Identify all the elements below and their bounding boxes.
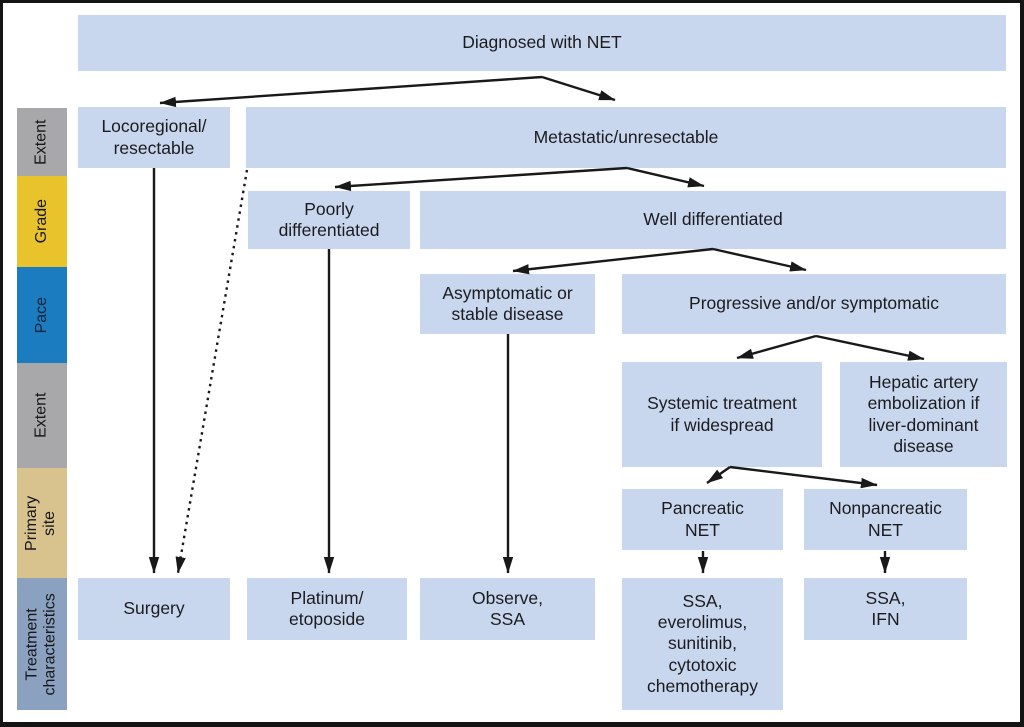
node-platinum-etoposide: Platinum/ etoposide: [247, 578, 407, 640]
edge-well-differentiated-to-progressive: [712, 247, 807, 272]
node-ssa-ifn: SSA, IFN: [804, 578, 967, 640]
node-ssa-everolimus-sunitinib: SSA, everolimus, sunitinib, cytotoxic ch…: [622, 578, 783, 710]
node-observe-ssa: Observe, SSA: [420, 578, 595, 640]
sidebar-segment-extent-2: Extent: [17, 363, 67, 468]
edge-systemic-to-nonpancreatic: [729, 465, 878, 489]
sidebar-label-primary-site: Primary site: [23, 495, 60, 551]
node-hepatic-artery-embolization: Hepatic artery embolization if liver-dom…: [840, 362, 1007, 467]
sidebar-segment-primary-site: Primary site: [17, 468, 67, 578]
sidebar-label-treatment-characteristics: Treatment characteristics: [23, 592, 59, 696]
sidebar-segment-grade: Grade: [17, 176, 67, 267]
node-metastatic-unresectable: Metastatic/unresectable: [246, 107, 1006, 168]
node-systemic-treatment: Systemic treatment if widespread: [622, 362, 822, 467]
node-nonpancreatic-net: Nonpancreatic NET: [804, 489, 967, 550]
edge-well-differentiated-to-asymptomatic: [512, 247, 714, 275]
edge-diagnosed-to-metastatic: [541, 75, 616, 102]
edge-progressive-to-hepatic: [815, 334, 925, 361]
sidebar-segment-extent-1: Extent: [17, 108, 67, 176]
node-diagnosed-with-net: Diagnosed with NET: [78, 15, 1006, 71]
edge-progressive-to-systemic: [736, 334, 817, 360]
node-asymptomatic-stable-disease: Asymptomatic or stable disease: [420, 274, 595, 334]
node-surgery: Surgery: [78, 578, 230, 640]
edge-systemic-to-pancreatic: [706, 466, 731, 484]
sidebar-segment-pace: Pace: [17, 267, 67, 363]
edge-metastatic-to-poorly-differentiated: [334, 166, 628, 192]
sidebar-label-pace: Pace: [32, 296, 50, 334]
sidebar-label-extent-1: Extent: [32, 119, 50, 165]
edge-diagnosed-to-locoregional: [159, 75, 543, 108]
sidebar-label-extent-2: Extent: [32, 392, 50, 439]
sidebar-label-grade: Grade: [32, 199, 50, 244]
node-progressive-symptomatic: Progressive and/or symptomatic: [622, 274, 1006, 334]
node-poorly-differentiated: Poorly differentiated: [248, 191, 410, 249]
node-well-differentiated: Well differentiated: [420, 191, 1006, 249]
node-locoregional-resectable: Locoregional/ resectable: [78, 107, 230, 168]
node-pancreatic-net: Pancreatic NET: [622, 489, 783, 550]
edge-metastatic-to-well-differentiated: [626, 166, 705, 188]
edge-metastatic-to-surgery-dotted: [175, 169, 249, 574]
sidebar-segment-treatment-characteristics: Treatment characteristics: [17, 578, 67, 710]
